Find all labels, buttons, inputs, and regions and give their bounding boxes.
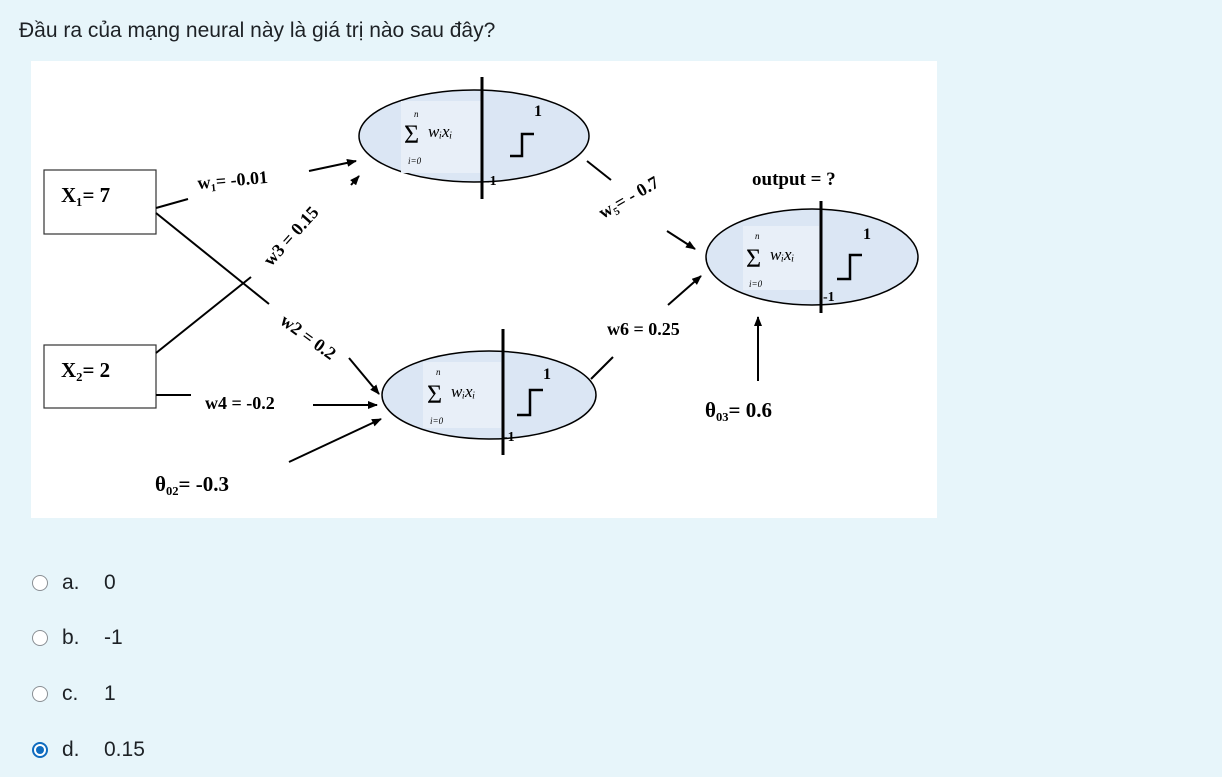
radio-button[interactable] [32, 630, 48, 646]
step-function-icon [837, 253, 862, 281]
sum-bottom-label: i=0 [430, 416, 444, 426]
sigma-icon: Σ [404, 120, 419, 149]
step-high-label: 1 [863, 226, 871, 243]
hidden-neuron-2: n Σ wᵢxᵢ i=0 1 -1 [381, 329, 597, 455]
sigma-icon: Σ [746, 244, 761, 273]
output-label: output = ? [752, 169, 836, 190]
answer-text: -1 [104, 626, 123, 649]
answer-option-a[interactable]: a. 0 [32, 568, 252, 598]
sum-bottom-label: i=0 [749, 279, 763, 289]
step-low-label: -1 [823, 290, 835, 305]
sum-term-label: wᵢxᵢ [428, 122, 452, 141]
answer-option-d[interactable]: d. 0.15 [32, 735, 252, 765]
weight-w1-label: w₁= -0.01 [197, 167, 269, 193]
sum-top-label: n [436, 367, 441, 377]
weight-w3-label: w3 = 0.15 [259, 202, 323, 269]
answer-text: 0 [104, 571, 116, 594]
answer-option-c[interactable]: c. 1 [32, 679, 252, 709]
input-x1-label: X₁= 7 [61, 183, 110, 207]
sum-bottom-label: i=0 [408, 156, 422, 166]
theta02-label: θ₀₂= -0.3 [155, 472, 229, 496]
step-function-icon [517, 388, 543, 417]
sum-term-label: wᵢxᵢ [770, 245, 794, 264]
answer-letter: a. [62, 571, 80, 594]
weight-w2-label: w2 = 0.2 [277, 310, 340, 364]
question-text: Đầu ra của mạng neural này là giá trị nà… [19, 19, 496, 42]
radio-button-selected[interactable] [32, 742, 48, 758]
sum-term-label: wᵢxᵢ [451, 382, 475, 401]
output-neuron: n Σ wᵢxᵢ i=0 1 -1 [705, 201, 919, 313]
input-box-x2: X₂= 2 [43, 344, 157, 409]
radio-button[interactable] [32, 686, 48, 702]
input-x2-label: X₂= 2 [61, 358, 110, 382]
weight-w5-label: w₅= - 0.7 [595, 172, 662, 222]
answer-text: 0.15 [104, 738, 145, 761]
theta03-label: θ₀₃= 0.6 [705, 398, 772, 422]
answer-letter: b. [62, 626, 80, 649]
step-high-label: 1 [543, 366, 551, 383]
hidden-neuron-1: n Σ wᵢxᵢ i=0 1 -1 [358, 77, 590, 199]
answer-option-b[interactable]: b. -1 [32, 623, 252, 653]
answer-letter: c. [62, 682, 79, 705]
weight-w4-label: w4 = -0.2 [205, 393, 275, 413]
answer-letter: d. [62, 738, 80, 761]
step-high-label: 1 [534, 103, 542, 120]
connections [155, 158, 762, 463]
weight-w6-label: w6 = 0.25 [607, 319, 680, 339]
sum-top-label: n [755, 231, 760, 241]
step-low-label: -1 [503, 430, 515, 445]
answer-text: 1 [104, 682, 116, 705]
sigma-icon: Σ [427, 380, 442, 409]
input-box-x1: X₁= 7 [43, 169, 157, 235]
neural-network-diagram: X₁= 7 X₂= 2 w₁= -0.01 w3 = 0.15 w2 = 0.2 [31, 61, 937, 518]
radio-button[interactable] [32, 575, 48, 591]
sum-top-label: n [414, 109, 419, 119]
step-function-icon [510, 132, 534, 158]
step-low-label: -1 [485, 174, 497, 189]
